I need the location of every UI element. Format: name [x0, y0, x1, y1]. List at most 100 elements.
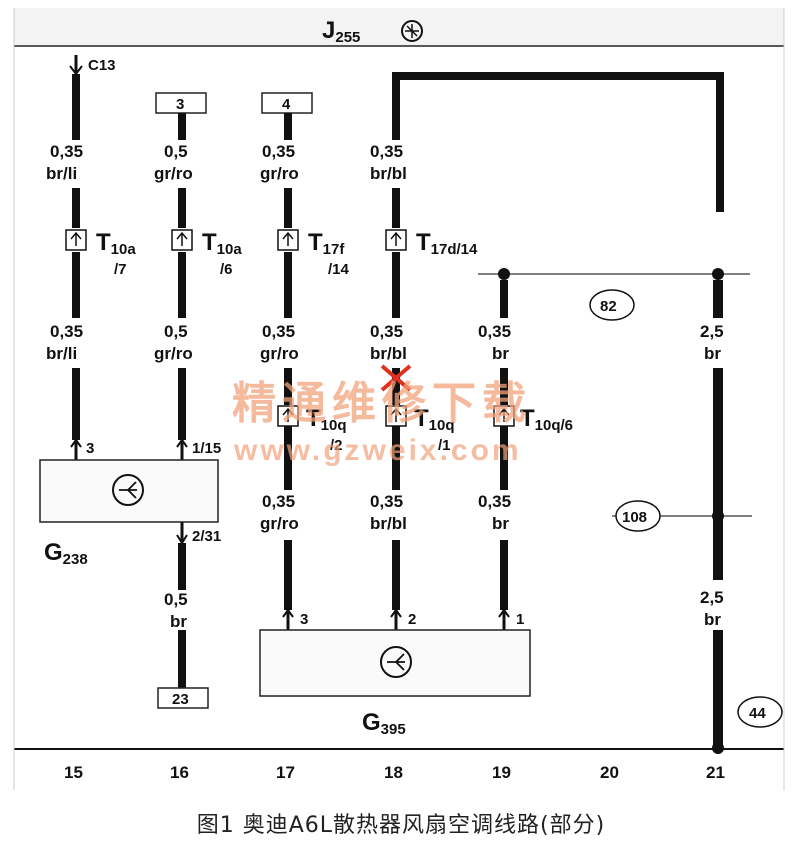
- svg-text:T10q: T10q: [414, 405, 455, 434]
- location-marker-108: 108: [615, 500, 661, 532]
- connector-t10a-6: T10a /6: [171, 229, 242, 278]
- connector-t10a-7: T10a /7: [65, 229, 136, 278]
- connector-t10q-1: T10q /1: [385, 405, 455, 454]
- fan-sensor-icon: [380, 646, 412, 678]
- svg-text:19: 19: [492, 763, 511, 782]
- svg-text:1/15: 1/15: [192, 440, 221, 457]
- connector-t17d-14: T17d/14: [385, 229, 478, 258]
- svg-text:0,35: 0,35: [370, 142, 403, 161]
- svg-text:3: 3: [86, 440, 94, 457]
- terminal-box-4-label: 4: [282, 96, 291, 113]
- svg-text:2,5: 2,5: [700, 322, 724, 341]
- wire-label-21d: 2,5 br: [700, 588, 724, 629]
- svg-text:gr/ro: gr/ro: [260, 344, 299, 363]
- svg-text:0,35: 0,35: [262, 142, 295, 161]
- location-marker-44: 44: [737, 696, 783, 728]
- svg-text:/7: /7: [114, 261, 127, 278]
- svg-text:br: br: [704, 610, 721, 629]
- svg-text:1: 1: [516, 611, 524, 628]
- svg-text:82: 82: [600, 298, 617, 315]
- svg-text:br: br: [704, 344, 721, 363]
- svg-text:/14: /14: [328, 261, 350, 278]
- svg-text:0,35: 0,35: [50, 142, 83, 161]
- wire-label-15b: 0,35 br/li: [46, 322, 83, 363]
- wire-label-19c: 0,35 br: [478, 492, 511, 533]
- wire-label-17c: 0,35 gr/ro: [260, 492, 299, 533]
- svg-text:br/bl: br/bl: [370, 514, 407, 533]
- wire-label-18b: 0,35 br/bl: [370, 322, 407, 363]
- fan-sensor-icon: [112, 474, 144, 506]
- svg-text:17: 17: [276, 763, 295, 782]
- svg-text:br: br: [492, 514, 509, 533]
- svg-text:G395: G395: [362, 709, 406, 738]
- svg-text:108: 108: [622, 509, 647, 526]
- wire-label-15a: 0,35 br/li: [46, 142, 83, 183]
- svg-text:精通维修下载: 精通维修下载: [232, 378, 532, 429]
- wire-label-17b: 0,35 gr/ro: [260, 322, 299, 363]
- svg-text:20: 20: [600, 763, 619, 782]
- component-g238: 3 1/15 G238 2/31: [39, 438, 221, 568]
- connector-t17f-14: T17f /14: [277, 229, 350, 278]
- svg-text:0,5: 0,5: [164, 142, 188, 161]
- svg-text:44: 44: [749, 705, 766, 722]
- column-numbers: 15 16 17 18 19 20 21: [64, 763, 725, 782]
- svg-text:0,35: 0,35: [370, 492, 403, 511]
- watermark: 精通维修下载 www.gzweix.com: [232, 378, 532, 467]
- control-unit-icon: [401, 20, 423, 42]
- wire-label-18c: 0,35 br/bl: [370, 492, 407, 533]
- svg-text:2: 2: [408, 611, 416, 628]
- svg-text:/2: /2: [330, 437, 343, 454]
- figure-caption: 图1 奥迪A6L散热器风扇空调线路(部分): [196, 812, 606, 838]
- wire-label-16d: 0,5 br: [164, 590, 188, 631]
- svg-text:T10q: T10q: [306, 405, 347, 434]
- svg-text:15: 15: [64, 763, 83, 782]
- svg-text:C13: C13: [88, 57, 116, 74]
- wire-label-21b: 2,5 br: [700, 322, 724, 363]
- svg-text:gr/ro: gr/ro: [260, 514, 299, 533]
- wire-18-loop: [392, 72, 724, 212]
- connector-t10q-6: T10q/6: [493, 405, 573, 434]
- svg-text:br/bl: br/bl: [370, 164, 407, 183]
- svg-text:gr/ro: gr/ro: [154, 164, 193, 183]
- location-marker-82: 82: [589, 289, 635, 321]
- svg-text:gr/ro: gr/ro: [260, 164, 299, 183]
- terminal-box-3-label: 3: [176, 96, 184, 113]
- svg-text:www.gzweix.com: www.gzweix.com: [233, 434, 522, 467]
- svg-text:T10q/6: T10q/6: [520, 405, 573, 434]
- svg-text:3: 3: [300, 611, 308, 628]
- wire-label-19b: 0,35 br: [478, 322, 511, 363]
- svg-text:br/li: br/li: [46, 164, 77, 183]
- svg-text:T10a: T10a: [96, 229, 136, 258]
- svg-text:br/bl: br/bl: [370, 344, 407, 363]
- svg-text:br: br: [492, 344, 509, 363]
- connector-t10q-2: T10q /2: [277, 405, 347, 454]
- svg-text:/6: /6: [220, 261, 233, 278]
- terminal-box-23-label: 23: [172, 691, 189, 708]
- fault-cross-icon: [380, 364, 412, 392]
- svg-text:gr/ro: gr/ro: [154, 344, 193, 363]
- svg-text:18: 18: [384, 763, 403, 782]
- svg-text:0,5: 0,5: [164, 322, 188, 341]
- svg-text:0,35: 0,35: [478, 322, 511, 341]
- component-g395: 3 2 1 G395: [259, 608, 531, 738]
- svg-text:0,35: 0,35: [262, 322, 295, 341]
- svg-text:0,35: 0,35: [370, 322, 403, 341]
- svg-text:br: br: [170, 612, 187, 631]
- svg-text:T10a: T10a: [202, 229, 242, 258]
- svg-text:0,35: 0,35: [50, 322, 83, 341]
- svg-text:/1: /1: [438, 437, 451, 454]
- pin-c13: C13: [69, 55, 116, 76]
- svg-text:2,5: 2,5: [700, 588, 724, 607]
- wire-label-16a: 0,5 gr/ro: [154, 142, 193, 183]
- svg-text:G238: G238: [44, 539, 88, 568]
- svg-text:br/li: br/li: [46, 344, 77, 363]
- svg-text:0,35: 0,35: [262, 492, 295, 511]
- wiring-diagram: J255 C13 3 4: [13, 8, 785, 790]
- svg-text:0,5: 0,5: [164, 590, 188, 609]
- svg-text:0,35: 0,35: [478, 492, 511, 511]
- svg-text:T17f: T17f: [308, 229, 345, 258]
- svg-text:2/31: 2/31: [192, 528, 221, 545]
- wire-label-18a: 0,35 br/bl: [370, 142, 407, 183]
- svg-text:16: 16: [170, 763, 189, 782]
- header-component-label: J255: [322, 17, 360, 46]
